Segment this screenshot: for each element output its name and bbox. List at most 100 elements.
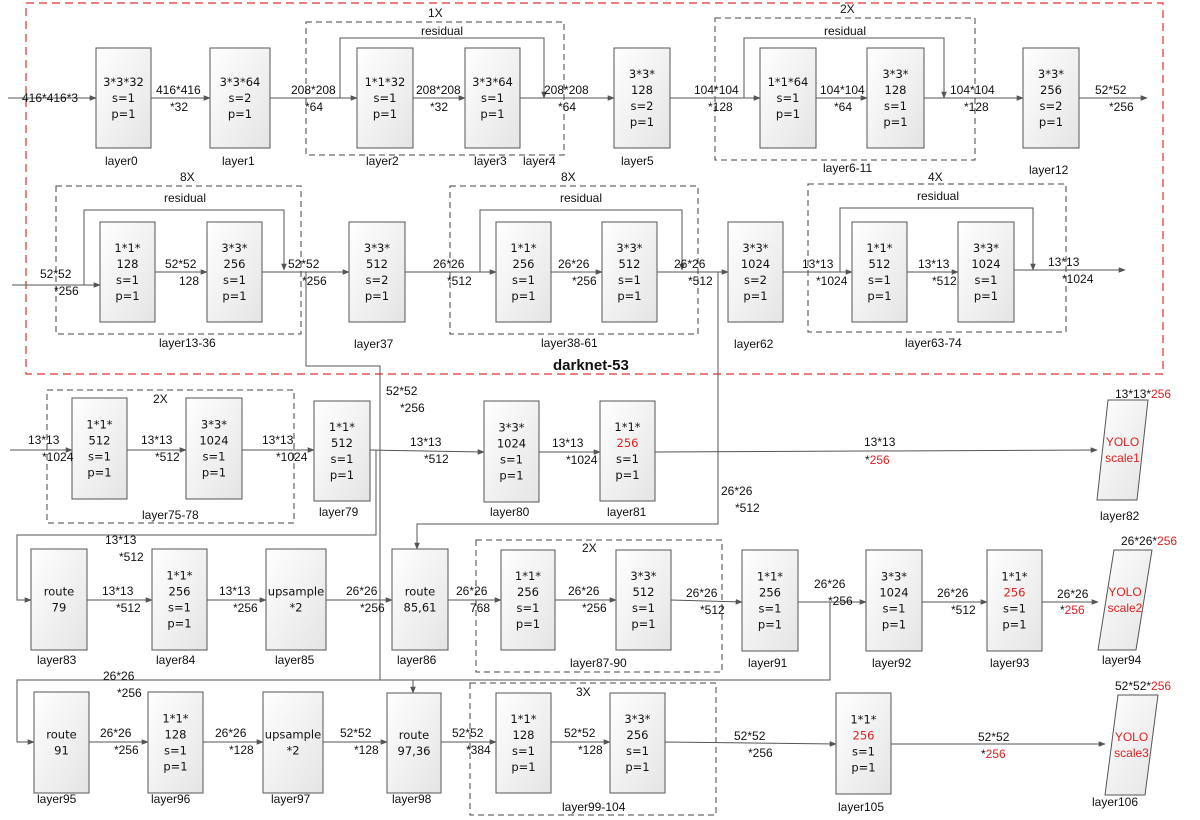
layer-block: 1*1*64s=1p=1 [759,47,817,149]
tensor-shape-label: 52*52 [734,729,766,743]
tensor-shape-label: 208*208 [291,83,336,97]
tensor-shape-label: 104*104 [950,83,995,97]
layer-block-box [185,397,243,500]
tensor-shape-label: *64 [834,100,852,114]
group-frame-layer38-61 [449,185,699,335]
layer-caption: layer87-90 [570,656,627,670]
layer-block-text: 85,61 [404,601,437,615]
tensor-shape-label: 13*13 [552,436,584,450]
layer-block-box [151,548,208,651]
residual-label: residual [824,24,866,38]
tensor-shape-label: *256 [302,274,327,288]
tensor-shape-label: 13*13 [262,433,294,447]
layer-block-text: p=1 [867,289,891,303]
layer-block-box [30,548,88,651]
tensor-shape-label: 52*52 [386,384,418,398]
layer-block-text: 256 [224,257,246,271]
layer-block-text: s=1 [88,450,111,464]
layer-block-box [348,221,406,323]
layer-block-text: route [46,728,76,742]
layer-block-text: p=1 [974,289,998,303]
layer-block-text: 512 [869,257,891,271]
layer-block-text: p=1 [758,618,782,632]
output-shape-channels: 256 [1151,679,1171,693]
layer-block-text: s=1 [626,744,649,758]
layer-block-box [483,400,540,503]
group-frame-layer75-78 [46,389,295,524]
layer-block-box [601,221,658,323]
layer-block-text: *2 [286,744,299,758]
tensor-shape-label: 13*13 [141,433,173,447]
layer-block-text: s=1 [168,601,191,615]
layer-block-text: s=1 [374,91,397,105]
layer-block-text: 1*1*64 [768,75,809,89]
flow-arrow [369,449,485,455]
tensor-shape-label: 26*26 [456,584,488,598]
layer-block-text: 128 [165,728,187,742]
residual-label: residual [164,191,206,205]
layer-block-text: 3*3* [221,241,247,255]
layer-block-text: s=1 [975,273,998,287]
layer-block-text: 1*1* [329,420,355,434]
group-repeat-label: 8X [180,170,195,184]
tensor-shape-label: *256 [114,743,139,757]
layer-block-text: 1*1* [757,570,783,584]
layer-block-text: s=1 [616,452,639,466]
layer-block-text: 1024 [971,257,1000,271]
layer-block-text: s=1 [512,273,535,287]
layer-block-text: 3*3* [881,570,907,584]
tensor-shape-label: 26*26 [686,586,718,600]
layer-block-text: 256 [517,585,539,599]
route-connector-layer79 [16,450,377,603]
edge-label-prefix: * [981,747,986,761]
tensor-shape-label: 13*13 [802,257,834,271]
layer-block-box [865,549,923,652]
layer-block-text: 1*1*32 [365,75,406,89]
layer-block: 3*3*32s=1p=1 [95,47,152,149]
layer-block-text: p=1 [631,617,655,631]
route-connector-layer36 [305,272,416,694]
layer-caption: layer62 [734,337,774,351]
layer-block-text: p=1 [511,760,535,774]
layer-block-text: 3*3*64 [220,75,261,89]
tensor-shape-label: *512 [735,501,760,515]
layer-block-text: s=1 [618,273,641,287]
layer-block-text: 1024 [199,434,228,448]
tensor-shape-label: *512 [119,550,144,564]
tensor-shape-label: 26*26 [103,669,135,683]
tensor-shape-label: 128 [179,274,199,288]
layer-block-text: p=1 [615,468,639,482]
output-shape-prefix: 13*13* [1115,387,1151,401]
layer-block-text: 1*1* [114,241,140,255]
layer-block-box [851,221,908,323]
layer-block-box [464,47,521,149]
yolo-output-label: YOLO [1115,730,1148,744]
layer-block-text: s=1 [1003,602,1026,616]
layer-block-text: p=1 [776,107,800,121]
group-repeat-label: 3X [576,685,591,699]
tensor-shape-label: 208*208 [416,83,461,97]
layer-block-box [147,691,204,794]
layer-block-box [495,221,552,323]
layer-caption: layer83 [37,653,77,667]
yolo-output-label: scale2 [1108,601,1143,615]
tensor-shape-label: *256 [1109,100,1134,114]
layer-block-text: s=1 [203,450,226,464]
layer-caption: layer80 [490,505,530,519]
layer-caption: layer13-36 [159,336,216,350]
layer-block-text: p=1 [87,466,111,480]
layer-block-box [33,691,90,794]
layer-block-text: s=2 [744,273,767,287]
layer-block-text: 3*3* [498,421,524,435]
tensor-shape-label: 52*52 [165,257,197,271]
layer-caption: layer3 [474,154,507,168]
yolo-output-label: scale1 [1105,451,1140,465]
tensor-shape-label: 416*416 [156,83,201,97]
layer-caption: layer105 [838,800,884,814]
tensor-shape-label: *512 [116,601,141,615]
